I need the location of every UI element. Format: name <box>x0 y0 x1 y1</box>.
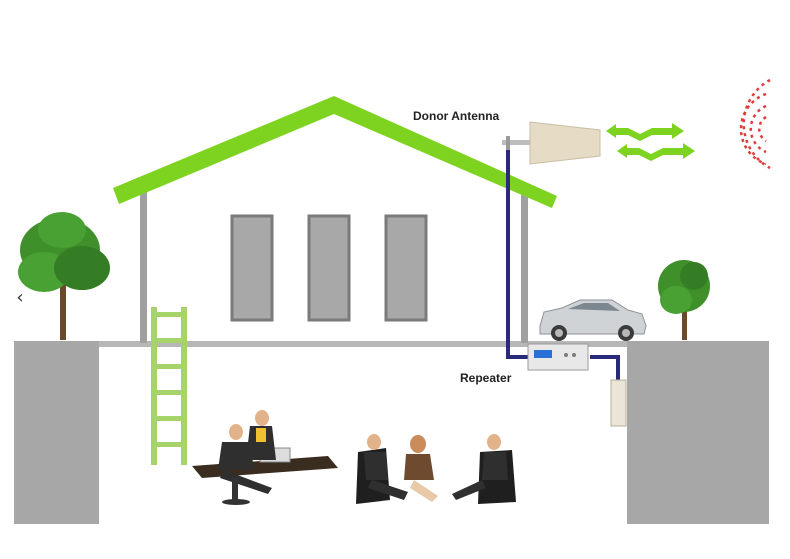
house-windows <box>230 214 428 322</box>
ladder <box>151 307 187 465</box>
tree-right <box>658 260 710 340</box>
house-roof <box>113 96 557 208</box>
radio-waves <box>739 78 771 170</box>
house-wall-left <box>140 190 147 343</box>
car <box>539 299 647 341</box>
window <box>230 214 274 322</box>
repeater-device <box>527 343 589 371</box>
donor-antenna <box>502 121 601 165</box>
indoor-antenna <box>610 379 627 427</box>
tree-left <box>18 212 110 340</box>
house-wall-right <box>521 190 528 343</box>
cable-antenna-to-repeater <box>506 150 530 359</box>
window <box>307 214 351 322</box>
ground-left <box>14 341 99 524</box>
cable-repeater-to-indoor-antenna <box>590 355 620 380</box>
repeater-label: Repeater <box>460 371 512 385</box>
donor-antenna-label: Donor Antenna <box>413 109 500 123</box>
ground-right <box>627 341 769 524</box>
signal-arrows <box>606 123 695 161</box>
window <box>384 214 428 322</box>
chevron-left-icon[interactable]: ‹ <box>16 287 24 308</box>
lounge-group <box>356 434 516 504</box>
ground-surface-line <box>99 341 627 347</box>
office-group <box>192 410 338 505</box>
